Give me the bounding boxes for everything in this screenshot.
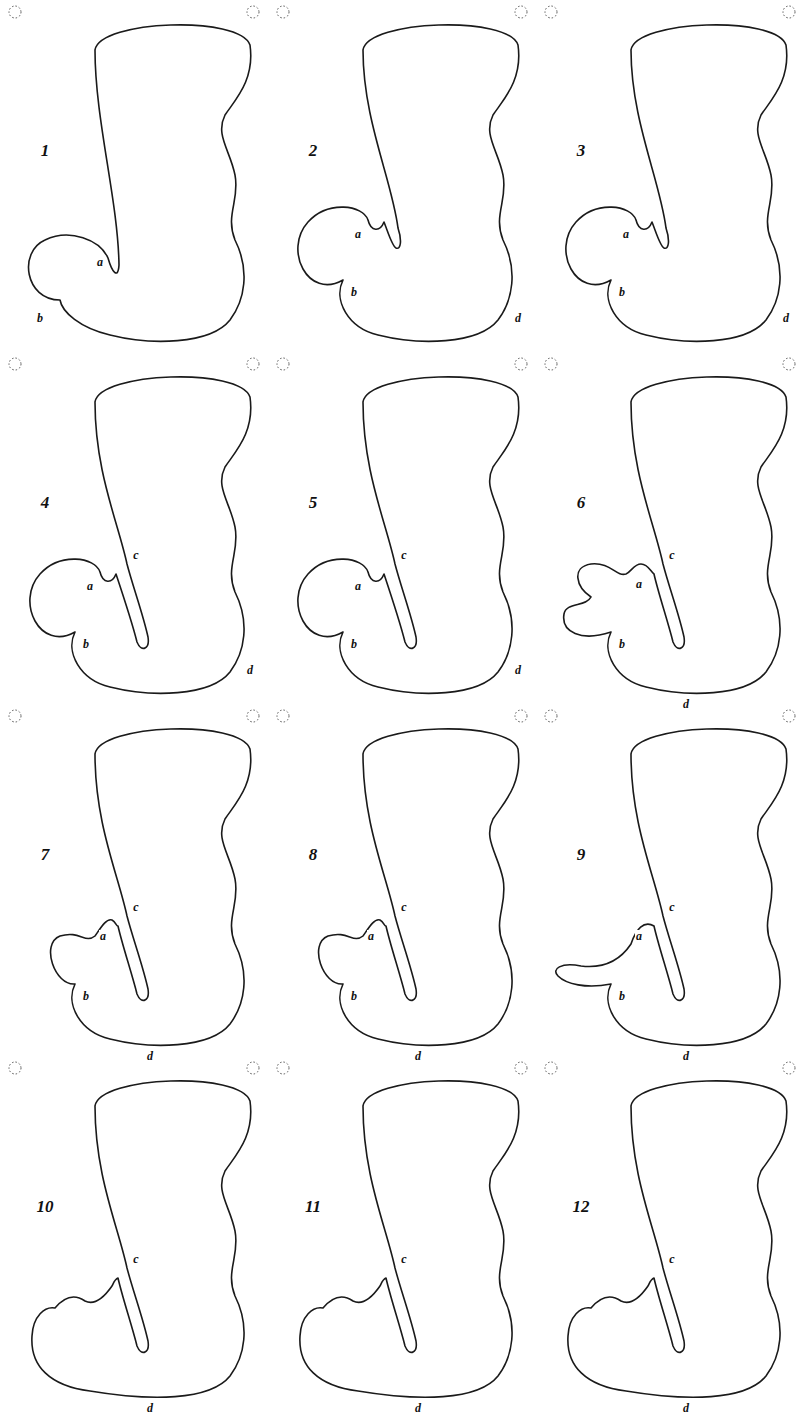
figure-number: 9 (576, 846, 587, 863)
register-marks (545, 358, 795, 370)
figure-number: 11 (304, 1198, 322, 1215)
register-marks (545, 1062, 795, 1074)
register-marks (9, 6, 259, 18)
part-letter: d (514, 664, 522, 676)
part-letter: d (246, 664, 254, 676)
part-letter: a (99, 930, 107, 942)
part-letter: d (146, 1050, 154, 1062)
part-letter: d (682, 698, 690, 710)
part-letter: b (82, 990, 90, 1002)
part-letter: d (414, 1402, 422, 1414)
organ-outline (298, 25, 519, 341)
figure-8 (277, 710, 527, 1045)
organ-outline (566, 25, 787, 341)
register-marks (9, 1062, 259, 1074)
part-letter: d (414, 1050, 422, 1062)
figure-number: 12 (572, 1198, 591, 1215)
part-letter: b (36, 312, 44, 324)
register-marks (9, 710, 259, 722)
figure-number: 5 (308, 494, 319, 511)
part-letter: a (354, 228, 362, 240)
register-marks (9, 358, 259, 370)
figure-10 (9, 1062, 259, 1397)
figure-number: 10 (36, 1198, 55, 1215)
part-letter: c (132, 549, 139, 561)
figure-9 (545, 710, 795, 1045)
part-letter: b (350, 638, 358, 650)
part-letter: d (782, 312, 790, 324)
figure-number: 3 (576, 142, 587, 159)
register-marks (277, 358, 527, 370)
organ-outline (568, 1081, 787, 1397)
part-letter: d (682, 1402, 690, 1414)
figure-number: 6 (576, 494, 587, 511)
figure-number: 8 (308, 846, 319, 863)
register-marks (277, 1062, 527, 1074)
register-marks (277, 6, 527, 18)
register-marks (277, 710, 527, 722)
figure-2 (277, 6, 527, 341)
figure-1 (9, 6, 259, 341)
part-letter: b (618, 286, 626, 298)
part-letter: c (132, 901, 139, 913)
part-letter: a (635, 930, 643, 942)
figure-number: 1 (40, 142, 51, 159)
part-letter: b (350, 990, 358, 1002)
organ-outline (51, 729, 251, 1045)
organ-outline (32, 1081, 251, 1397)
part-letter: b (618, 990, 626, 1002)
figure-number: 7 (40, 846, 51, 863)
figure-6 (545, 358, 795, 693)
organ-outline (564, 377, 787, 693)
figure-5 (277, 358, 527, 693)
part-letter: d (682, 1050, 690, 1062)
figure-12 (545, 1062, 795, 1397)
part-letter: c (668, 901, 675, 913)
figure-4 (9, 358, 259, 693)
organ-outline (300, 1081, 519, 1397)
part-letter: a (635, 578, 643, 590)
organ-outline (298, 377, 519, 693)
part-letter: a (367, 930, 375, 942)
figure-3 (545, 6, 795, 341)
part-letter: a (96, 256, 104, 268)
part-letter: c (668, 1253, 675, 1265)
part-letter: c (400, 549, 407, 561)
figure-number: 4 (40, 494, 51, 511)
part-letter: b (618, 638, 626, 650)
register-marks (545, 6, 795, 18)
part-letter: d (146, 1402, 154, 1414)
part-letter: b (350, 286, 358, 298)
part-letter: d (514, 312, 522, 324)
organ-outline (29, 25, 251, 341)
part-letter: c (668, 549, 675, 561)
part-letter: a (86, 580, 94, 592)
organ-outline (556, 729, 787, 1045)
part-letter: a (622, 228, 630, 240)
register-marks (545, 710, 795, 722)
organ-outline (30, 377, 251, 693)
figure-7 (9, 710, 259, 1045)
part-letter: a (354, 580, 362, 592)
part-letter: b (82, 638, 90, 650)
part-letter: c (400, 1253, 407, 1265)
part-letter: c (132, 1253, 139, 1265)
figure-number: 2 (308, 142, 319, 159)
organ-outline (319, 729, 519, 1045)
figure-11 (277, 1062, 527, 1397)
part-letter: c (400, 901, 407, 913)
